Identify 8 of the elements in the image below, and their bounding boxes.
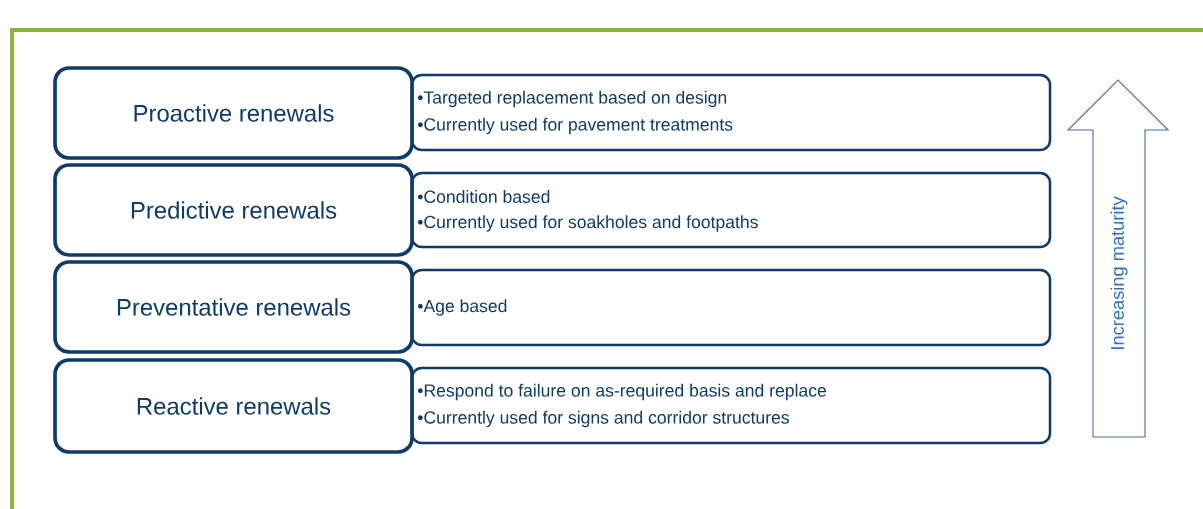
category-box: Proactive renewals: [53, 66, 414, 160]
description-box: •Condition based •Currently used for soakholes and footpaths: [410, 171, 1052, 249]
description-box: •Targeted replacement based on design •Currently used for pavement treatments: [410, 73, 1052, 152]
category-box: Preventative renewals: [53, 260, 414, 354]
description-box: •Respond to failure on as-required basis and replace •Currently used for signs and corridor structures: [410, 366, 1052, 445]
description-box: •Age based: [410, 268, 1052, 347]
category-box: Predictive renewals: [53, 163, 414, 257]
category-box: Reactive renewals: [53, 358, 414, 454]
